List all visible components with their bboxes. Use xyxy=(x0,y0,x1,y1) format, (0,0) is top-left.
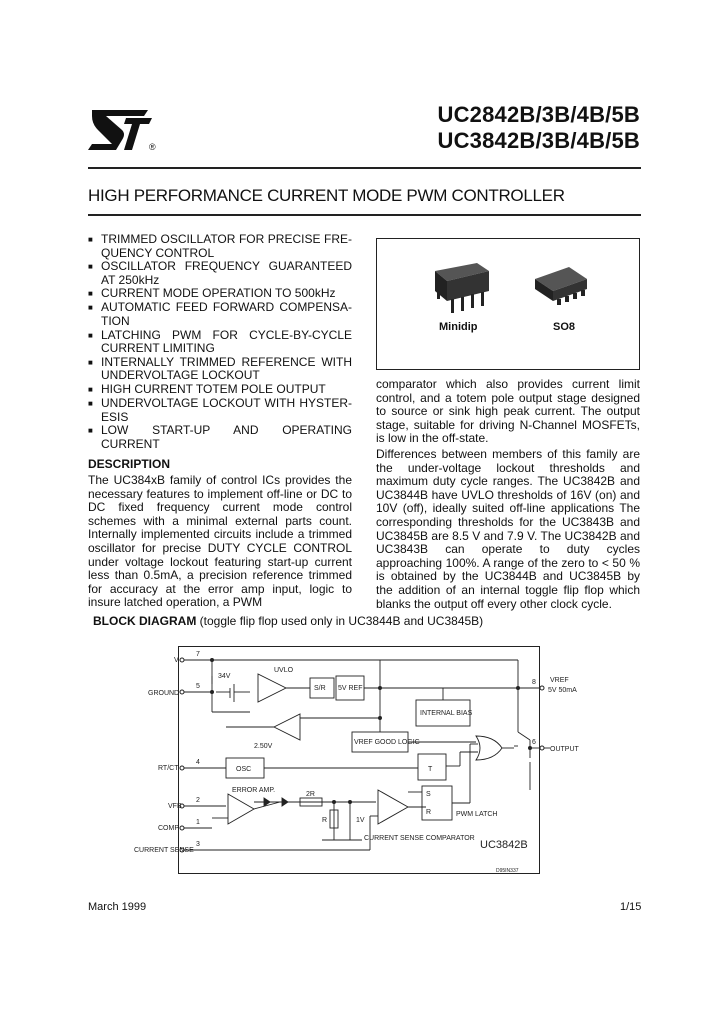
label-2-50v: 2.50V xyxy=(254,743,273,750)
feature-item: ■TRIMMED OSCILLATOR FOR PRECISE FRE-QUEN… xyxy=(88,232,352,260)
bullet-icon: ■ xyxy=(88,357,93,367)
label-internal-bias: INTERNAL BIAS xyxy=(420,710,473,717)
label-sr: S/R xyxy=(314,685,326,692)
feature-item: ■HIGH CURRENT TOTEM POLE OUTPUT xyxy=(88,381,326,396)
so8-package-icon xyxy=(535,267,587,305)
bullet-icon: ■ xyxy=(88,303,93,313)
label-rtct: RT/CT xyxy=(158,765,179,772)
label-vref: VREF xyxy=(550,677,569,684)
footer-date: March 1999 xyxy=(88,901,147,913)
description-right-1: comparator which also provides current l… xyxy=(376,377,640,446)
page-subtitle: HIGH PERFORMANCE CURRENT MODE PWM CONTRO… xyxy=(88,186,565,205)
bullet-icon: ■ xyxy=(88,262,93,272)
block-diagram-frame xyxy=(178,646,540,874)
label-error-amp: ERROR AMP. xyxy=(232,787,275,794)
label-pin-2: 2 xyxy=(196,797,200,804)
label-pin-4: 4 xyxy=(196,759,200,766)
label-pin-6: 6 xyxy=(532,739,536,746)
package-box: Minidip SO8 xyxy=(376,238,640,370)
label-vfb: VFB xyxy=(168,803,182,810)
label-pin-7: 7 xyxy=(196,651,200,658)
label-pin-1: 1 xyxy=(196,819,200,826)
bullet-icon: ■ xyxy=(88,398,93,408)
label-comp: COMP xyxy=(158,825,179,832)
label-2r: 2R xyxy=(306,791,315,798)
label-drawing-code: D95IN337 xyxy=(496,868,519,874)
feature-list: ■TRIMMED OSCILLATOR FOR PRECISE FRE-QUEN… xyxy=(88,232,352,451)
label-zener: 34V xyxy=(218,673,231,680)
description-left: The UC384xB family of control ICs provid… xyxy=(88,473,352,610)
label-r-latch: R xyxy=(426,809,431,816)
description-right-2: Differences between members of this fami… xyxy=(376,447,640,611)
block-diagram-title: BLOCK DIAGRAM (toggle flip flop used onl… xyxy=(93,614,484,628)
label-pwm-latch: PWM LATCH xyxy=(456,811,497,818)
part-number-line-2: UC3842B/3B/4B/5B xyxy=(437,128,640,153)
feature-item: ■LOW START-UP AND OPERATING CURRENT xyxy=(88,423,352,451)
feature-item: ■AUTOMATIC FEED FORWARD COMPENSA-TION xyxy=(88,300,352,328)
part-number-line-1: UC2842B/3B/4B/5B xyxy=(437,102,640,127)
block-diagram: V GROUND RT/CT VFB COMP CURRENT SENSE VR… xyxy=(134,651,580,874)
bullet-icon: ■ xyxy=(88,330,93,340)
label-s: S xyxy=(426,791,431,798)
minidip-label: Minidip xyxy=(439,321,478,333)
label-pin-8: 8 xyxy=(532,679,536,686)
feature-item: ■CURRENT MODE OPERATION TO 500kHz xyxy=(88,286,336,301)
feature-item: ■INTERNALLY TRIMMED REFERENCE WITH UNDER… xyxy=(88,354,352,383)
label-ground: GROUND xyxy=(148,690,179,697)
label-current-sense: CURRENT SENSE xyxy=(134,847,194,854)
label-uvlo: UVLO xyxy=(274,667,294,674)
label-vref-spec: 5V 50mA xyxy=(548,687,577,694)
bullet-icon: ■ xyxy=(88,384,93,394)
label-output: OUTPUT xyxy=(550,746,580,753)
description-heading: DESCRIPTION xyxy=(88,457,171,471)
label-5v-ref: 5V REF xyxy=(338,685,363,692)
header-rule xyxy=(88,167,641,169)
label-t: T xyxy=(428,766,433,773)
feature-item: ■OSCILLATOR FREQUENCY GUARANTEED AT 250k… xyxy=(88,259,352,287)
bullet-icon: ■ xyxy=(88,289,93,299)
feature-item: ■LATCHING PWM FOR CYCLE-BY-CYCLE CURRENT… xyxy=(88,327,352,356)
label-r: R xyxy=(322,817,327,824)
bullet-icon: ■ xyxy=(88,235,93,244)
label-1v: 1V xyxy=(356,817,365,824)
feature-item: ■UNDERVOLTAGE LOCKOUT WITH HYSTER-ESIS xyxy=(88,395,352,424)
label-chip: UC3842B xyxy=(480,839,528,851)
minidip-package-icon xyxy=(435,263,489,313)
st-logo xyxy=(88,110,152,150)
footer-page: 1/15 xyxy=(620,901,642,913)
label-pin-5: 5 xyxy=(196,683,200,690)
registered-mark: ® xyxy=(149,142,156,152)
label-vref-good-logic: VREF GOOD LOGIC xyxy=(354,739,420,746)
so8-label: SO8 xyxy=(553,321,576,333)
label-vi: V xyxy=(174,657,179,664)
label-osc: OSC xyxy=(236,766,251,773)
label-pin-3: 3 xyxy=(196,841,200,848)
bullet-icon: ■ xyxy=(88,426,93,436)
subtitle-rule xyxy=(88,214,641,216)
label-current-sense-comparator: CURRENT SENSE COMPARATOR xyxy=(364,835,475,842)
